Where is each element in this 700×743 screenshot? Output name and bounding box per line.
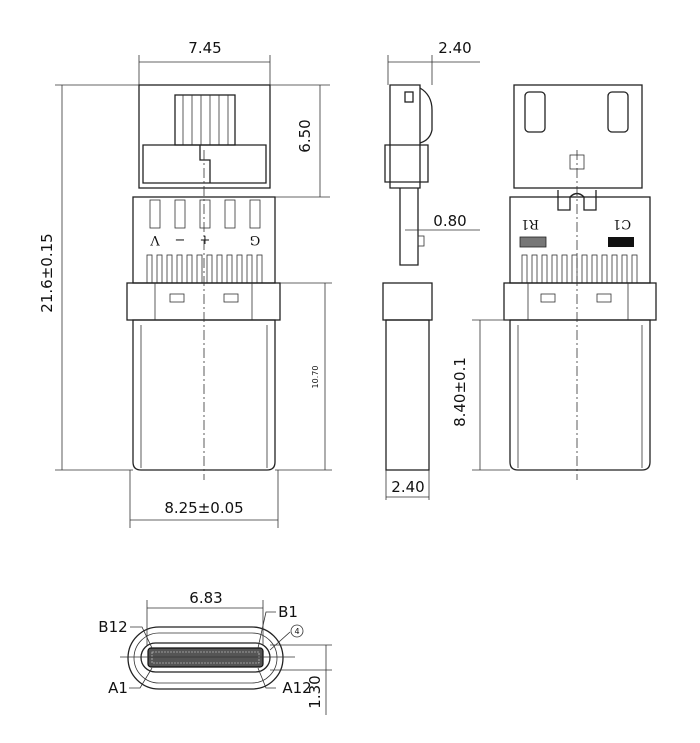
contact-finger: [621, 254, 628, 284]
dim-opening-width: 6.83: [189, 589, 222, 607]
front-view: V − + G: [126, 84, 281, 480]
callout-4: 4: [294, 627, 299, 636]
dim-opening-height: 1.30: [306, 675, 324, 708]
contact-finger: [186, 254, 193, 284]
callout-circle: [290, 624, 304, 638]
contact-finger: [591, 254, 598, 284]
contact-finger: [256, 254, 263, 284]
label-b1: B1: [278, 603, 298, 621]
dim-side-thickness-bottom: 2.40: [391, 478, 424, 496]
dim-side-thickness-top: 2.40: [438, 39, 471, 57]
contact-finger: [176, 254, 183, 284]
contact-finger: [551, 254, 558, 284]
contact-finger: [166, 254, 173, 284]
contact-finger: [601, 254, 608, 284]
pin-label-v: V: [150, 232, 161, 247]
contact-finger: [571, 254, 578, 284]
contact-finger: [236, 254, 243, 284]
contact-finger: [146, 254, 153, 284]
rear-view: R1 C1: [503, 84, 657, 480]
pin-label-minus: −: [175, 233, 186, 248]
label-b12: B12: [98, 618, 127, 636]
contact-finger: [246, 254, 253, 284]
contact-finger: [581, 254, 588, 284]
label-a12: A12: [282, 679, 311, 697]
capacitor-pad: [608, 237, 634, 247]
pin-label-plus: +: [200, 233, 211, 248]
contact-finger: [521, 254, 528, 284]
contact-finger: [541, 254, 548, 284]
contact-finger: [206, 254, 213, 284]
contact-finger: [226, 254, 233, 284]
dim-rear-shell-length: 8.40±0.1: [451, 357, 469, 427]
rear-label-r1: R1: [521, 216, 539, 231]
dim-pcb-thickness: 0.80: [433, 212, 466, 230]
contact-finger: [156, 254, 163, 284]
label-a1: A1: [108, 679, 128, 697]
contact-finger: [216, 254, 223, 284]
contact-finger: [531, 254, 538, 284]
resistor-pad: [519, 236, 547, 248]
dim-overall-length: 21.6±0.15: [38, 233, 56, 312]
contact-finger: [561, 254, 568, 284]
dim-shell-length: 10.70: [311, 366, 320, 389]
dim-front-top-height: 6.50: [296, 119, 314, 152]
end-view: [120, 626, 295, 690]
contact-finger: [631, 254, 638, 284]
dim-shell-width: 8.25±0.05: [164, 499, 243, 517]
side-view: [382, 84, 433, 471]
pin-label-g: G: [250, 232, 260, 247]
rear-label-c1: C1: [613, 216, 631, 231]
contact-finger: [196, 254, 203, 284]
contact-finger: [611, 254, 618, 284]
dim-front-width: 7.45: [188, 39, 221, 57]
